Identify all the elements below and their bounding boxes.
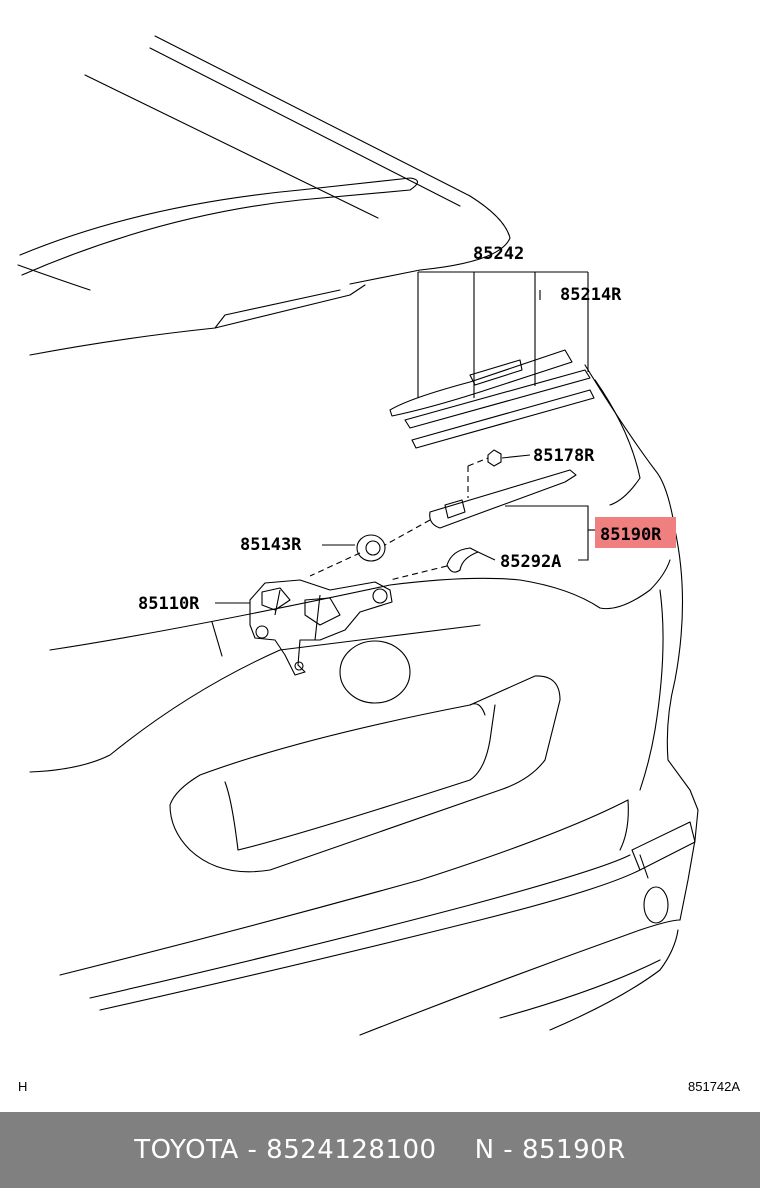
grommet-85143R xyxy=(356,534,386,562)
wiper-blade-assembly xyxy=(389,349,595,449)
assembly-dashed-lines xyxy=(309,457,489,581)
callout-85143R[interactable]: 85143R xyxy=(240,535,302,555)
footer-brand-part-number: TOYOTA - 8524128100 xyxy=(134,1135,437,1165)
corner-code-right: 851742A xyxy=(688,1079,740,1094)
wiper-motor xyxy=(249,579,393,676)
corner-code-left: H xyxy=(18,1079,27,1094)
part-number-footer: TOYOTA - 8524128100 N - 85190R xyxy=(0,1112,760,1188)
vehicle-body-outline xyxy=(17,35,699,1036)
callout-85292A[interactable]: 85292A xyxy=(500,552,561,572)
callout-85178R[interactable]: 85178R xyxy=(533,446,595,466)
cap-85292A xyxy=(446,547,480,573)
callout-85214R[interactable]: 85214R xyxy=(560,285,622,305)
leader-lines xyxy=(215,271,596,604)
callout-85190R[interactable]: 85190R xyxy=(600,525,662,545)
footer-reference-number: N - 85190R xyxy=(474,1135,626,1165)
callout-85242[interactable]: 85242 xyxy=(473,244,524,264)
wiper-arm xyxy=(429,469,577,529)
rear-wiper-exploded-diagram: 85242 85214R 85178R 85190R 85143R 85292A… xyxy=(17,35,740,1094)
nut-85178R xyxy=(487,449,502,467)
callout-85110R[interactable]: 85110R xyxy=(138,594,200,614)
callout-highlight xyxy=(595,517,676,548)
